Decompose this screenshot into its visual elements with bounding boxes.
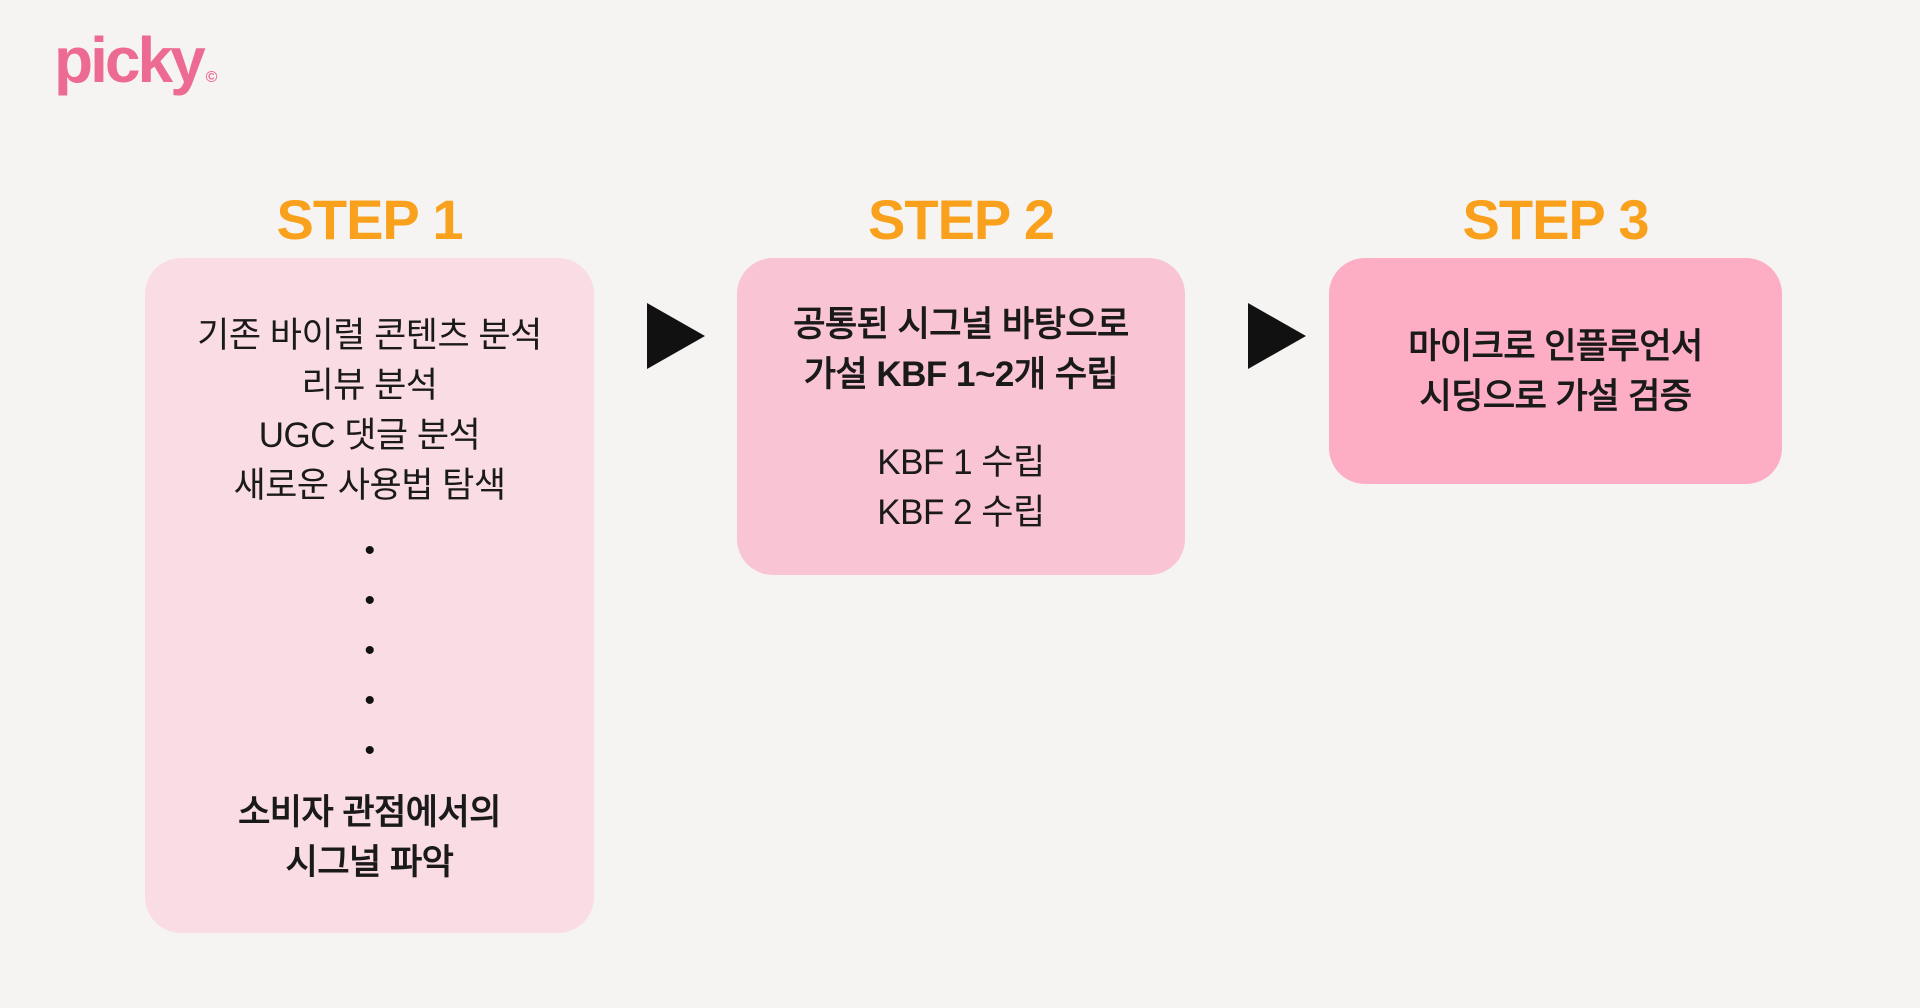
step2-heading: STEP 2	[868, 188, 1055, 251]
step3-title-line: 시딩으로 가설 검증	[1419, 377, 1692, 416]
arrow-step1-to-step2-icon	[647, 303, 705, 369]
step1-summary: 소비자 관점에서의 시그널 파악	[145, 788, 594, 888]
dot: •	[364, 684, 375, 717]
dot: •	[364, 734, 375, 767]
step2-sub-lines: KBF 1 수립 KBF 2 수립	[737, 438, 1185, 538]
brand-logo: picky©	[54, 28, 217, 92]
step2-line: KBF 2 수립	[877, 493, 1045, 532]
step1-line: 기존 바이럴 콘텐츠 분석	[197, 316, 542, 355]
step1-summary-line: 소비자 관점에서의	[238, 793, 501, 832]
step1-line: 리뷰 분석	[301, 366, 438, 405]
step2-title-line: 공통된 시그널 바탕으로	[793, 305, 1129, 344]
dot: •	[364, 534, 375, 567]
copyright-mark: ©	[205, 69, 218, 86]
step3-heading: STEP 3	[1462, 188, 1650, 251]
step1-heading: STEP 1	[276, 188, 464, 251]
step2-title-line: 가설 KBF 1~2개 수립	[803, 355, 1119, 394]
step1-line: 새로운 사용법 탐색	[233, 466, 506, 505]
ellipsis-dots: • • • • •	[145, 526, 594, 776]
step1-summary-line: 시그널 파악	[285, 843, 454, 882]
step2-line: KBF 1 수립	[877, 443, 1045, 482]
step1-line: UGC 댓글 분석	[258, 416, 481, 455]
step3-card: 마이크로 인플루언서 시딩으로 가설 검증	[1329, 258, 1782, 484]
dot: •	[364, 634, 375, 667]
dot: •	[364, 584, 375, 617]
step3-title-line: 마이크로 인플루언서	[1408, 327, 1703, 366]
step1-card: 기존 바이럴 콘텐츠 분석 리뷰 분석 UGC 댓글 분석 새로운 사용법 탐색…	[145, 258, 594, 933]
arrow-step2-to-step3-icon	[1248, 303, 1306, 369]
step2-card: 공통된 시그널 바탕으로 가설 KBF 1~2개 수립 KBF 1 수립 KBF…	[737, 258, 1185, 575]
brand-logo-text: picky	[54, 24, 206, 96]
